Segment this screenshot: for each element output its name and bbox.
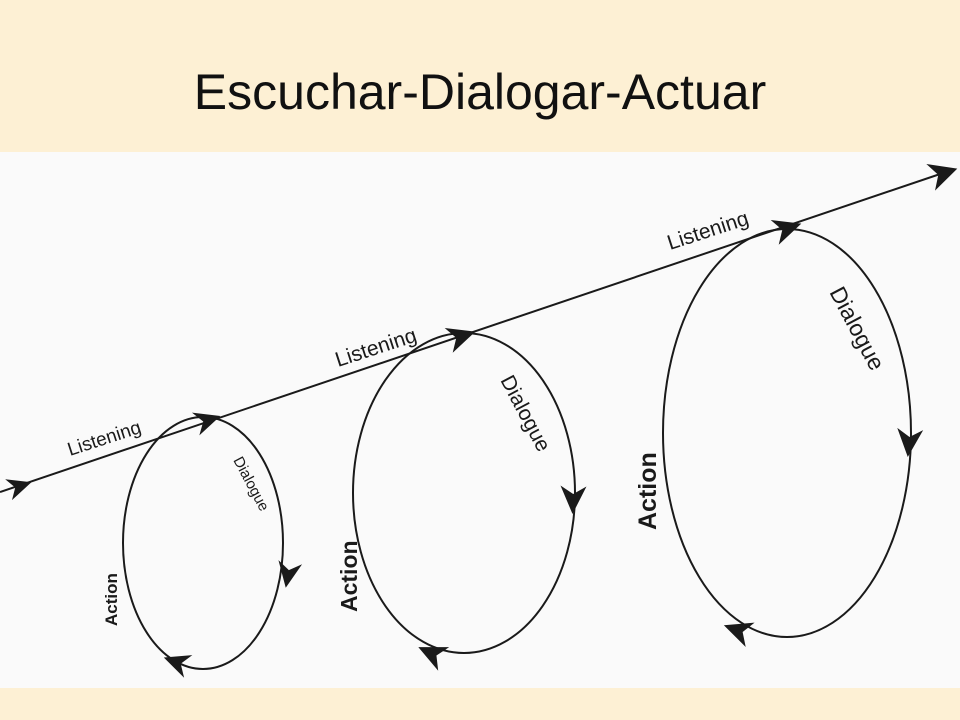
action-label-3: Action — [634, 452, 662, 530]
slide-title: Escuchar-Dialogar-Actuar — [193, 64, 767, 120]
cycle-1 — [122, 416, 284, 670]
arrowhead-icon — [191, 412, 221, 436]
arrowhead-icon — [897, 427, 924, 457]
listening-label-1: Listening — [65, 417, 144, 460]
dialogue-label-3: Dialogue — [825, 282, 891, 374]
cycle-3 — [662, 228, 912, 638]
footer-band — [0, 688, 960, 720]
arrowhead-icon — [163, 655, 193, 678]
diagram-area — [0, 152, 960, 688]
arrowhead-icon — [926, 164, 958, 191]
listening-line — [0, 169, 953, 493]
arrowhead-icon — [560, 485, 587, 514]
arrowhead-icon — [770, 219, 802, 245]
arrowhead-icon — [723, 622, 755, 648]
cycle-2 — [352, 332, 576, 654]
cycle-2-loop — [352, 332, 576, 654]
arrowhead-icon — [444, 327, 476, 353]
listening-label-3: Listening — [664, 207, 751, 255]
action-label-2: Action — [336, 540, 362, 612]
action-label-1: Action — [102, 573, 121, 626]
arrowhead-icon — [5, 479, 32, 501]
cycle-1-loop — [122, 416, 284, 670]
cycle-3-loop — [662, 228, 912, 638]
title-band — [0, 0, 960, 152]
arrowhead-icon — [278, 560, 303, 588]
arrowhead-icon — [418, 647, 450, 671]
